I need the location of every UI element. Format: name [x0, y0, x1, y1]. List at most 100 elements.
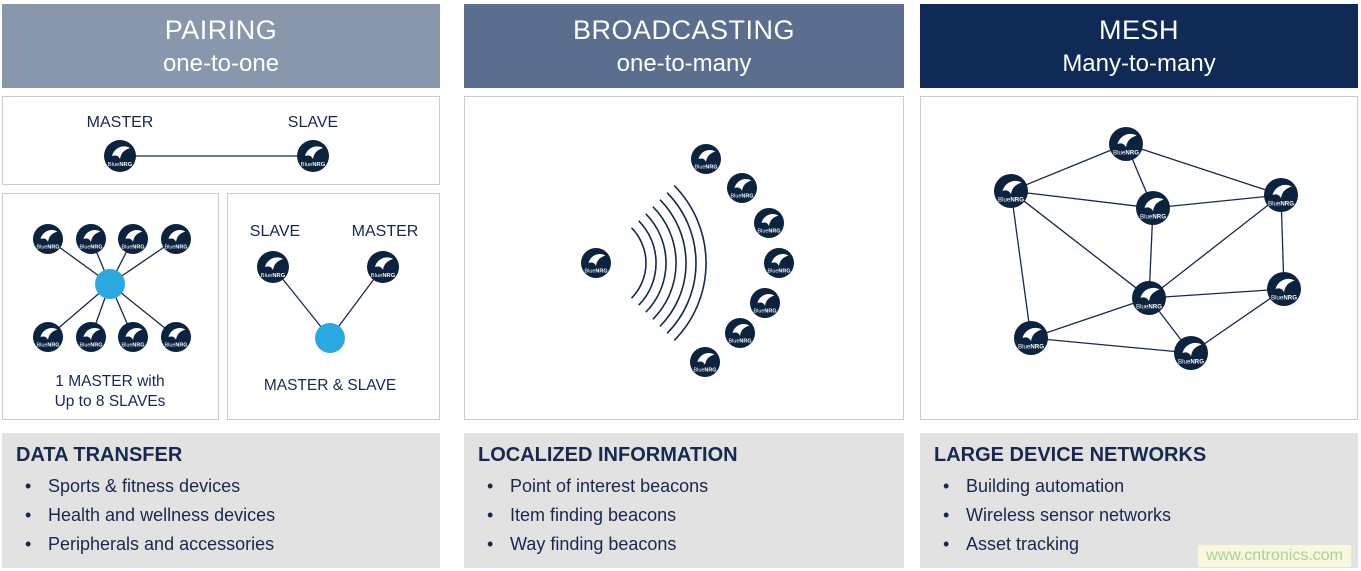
bluenrg-node: BlueNRG: [689, 346, 721, 378]
bluenrg-bird-icon: [265, 257, 283, 270]
bluenrg-bird-icon: [125, 230, 143, 242]
footer-bullet-item: Wireless sensor networks: [934, 501, 1344, 530]
footer-bullet-item: Building automation: [934, 472, 1344, 501]
svg-text:BlueNRG: BlueNRG: [694, 367, 717, 373]
svg-text:BlueNRG: BlueNRG: [108, 162, 133, 168]
mesh-footer-title: LARGE DEVICE NETWORKS: [934, 444, 1207, 466]
footer-bullet-item: Peripherals and accessories: [16, 530, 426, 559]
bluenrg-node: BlueNRG: [160, 223, 192, 255]
svg-text:BlueNRG: BlueNRG: [37, 342, 60, 348]
bluenrg-bird-icon: [1275, 278, 1295, 293]
pairing-star-topology-box: BlueNRG BlueNRG BlueNRG BlueNRG BlueNRG BlueN…: [2, 193, 219, 420]
bluenrg-bird-icon: [112, 146, 130, 159]
bluenrg-bird-icon: [168, 230, 186, 242]
pairing-star-diagram: BlueNRG BlueNRG BlueNRG BlueNRG BlueNRG BlueN…: [32, 223, 192, 410]
broadcast-wave-icon: [645, 213, 667, 313]
bluenrg-node: BlueNRG: [1108, 126, 1144, 162]
svg-text:BlueNRG: BlueNRG: [695, 164, 718, 170]
svg-text:BlueNRG: BlueNRG: [1178, 359, 1204, 366]
bluenrg-bird-icon: [40, 328, 58, 340]
svg-text:BlueNRG: BlueNRG: [371, 273, 396, 279]
broadcast-wave-icon: [630, 227, 647, 299]
svg-text:BlueNRG: BlueNRG: [122, 342, 145, 348]
mesh-title: MESH: [1098, 15, 1179, 45]
pairing-subtitle: one-to-one: [162, 50, 280, 77]
svg-text:BlueNRG: BlueNRG: [165, 342, 188, 348]
bluenrg-node: BlueNRG: [1013, 320, 1049, 356]
bluenrg-bird-icon: [1144, 197, 1164, 212]
svg-text:BlueNRG: BlueNRG: [585, 268, 608, 274]
bluenrg-node: BlueNRG: [160, 321, 192, 353]
svg-text:BlueNRG: BlueNRG: [301, 162, 326, 168]
svg-text:BlueNRG: BlueNRG: [1268, 201, 1294, 208]
footer-bullet-item: Health and wellness devices: [16, 501, 426, 530]
bluenrg-node: BlueNRG: [724, 317, 756, 349]
bluenrg-bird-icon: [757, 294, 775, 306]
svg-text:BlueNRG: BlueNRG: [1271, 295, 1297, 302]
broadcast-wave-icon: [673, 185, 707, 341]
bluenrg-bird-icon: [83, 230, 101, 242]
broadcasting-footer-title: LOCALIZED INFORMATION: [478, 444, 738, 466]
broadcasting-header: BROADCASTING one-to-many: [464, 4, 904, 88]
bluenrg-bird-icon: [1272, 184, 1292, 199]
hub-node: [315, 323, 345, 353]
mesh-subtitle: Many-to-many: [1062, 50, 1216, 77]
bluenrg-node: BlueNRG: [75, 223, 107, 255]
bluenrg-node: BlueNRG: [690, 143, 722, 175]
broadcasting-diagram-box: BlueNRG BlueNRG BlueNRG BlueNRG BlueNRG BlueN…: [464, 96, 904, 420]
broadcasting-footer: LOCALIZED INFORMATION Point of interest …: [464, 433, 904, 568]
bluenrg-bird-icon: [732, 324, 750, 336]
svg-text:BlueNRG: BlueNRG: [261, 273, 286, 279]
pairing-footer-title: DATA TRANSFER: [16, 444, 183, 466]
svg-text:BlueNRG: BlueNRG: [998, 197, 1024, 204]
bluenrg-node: BlueNRG: [75, 321, 107, 353]
bluenrg-node: BlueNRG: [117, 321, 149, 353]
bluenrg-node: BlueNRG: [1263, 177, 1299, 213]
slave-label: SLAVE: [288, 114, 338, 131]
svg-text:BlueNRG: BlueNRG: [731, 193, 754, 199]
broadcast-wave-icon: [666, 192, 697, 334]
bluenrg-bird-icon: [734, 179, 752, 191]
bluenrg-node: BlueNRG: [580, 247, 612, 279]
mesh-diagram-box: BlueNRG BlueNRG BlueNRG BlueNRG BlueNRG BlueN…: [920, 96, 1358, 420]
slave-label: SLAVE: [250, 223, 300, 240]
mesh-footer-list: Building automationWireless sensor netwo…: [934, 472, 1344, 559]
svg-text:BlueNRG: BlueNRG: [754, 308, 777, 314]
bluenrg-node: BlueNRG: [367, 251, 399, 283]
bluenrg-node: BlueNRG: [104, 140, 136, 172]
pairing-footer: DATA TRANSFER Sports & fitness devicesHe…: [2, 433, 440, 568]
bluenrg-bird-icon: [305, 146, 323, 159]
broadcasting-footer-list: Point of interest beaconsItem finding be…: [478, 472, 890, 559]
bluenrg-node: BlueNRG: [32, 321, 64, 353]
bluenrg-node: BlueNRG: [753, 207, 785, 239]
master-label: MASTER: [352, 223, 419, 240]
bluenrg-node: BlueNRG: [1135, 190, 1171, 226]
bluenrg-bird-icon: [168, 328, 186, 340]
footer-bullet-item: Sports & fitness devices: [16, 472, 426, 501]
bluenrg-bird-icon: [125, 328, 143, 340]
pairing-header: PAIRING one-to-one: [2, 4, 440, 88]
broadcast-wave-icon: [638, 220, 657, 306]
bluenrg-node: BlueNRG: [749, 287, 781, 319]
svg-text:BlueNRG: BlueNRG: [1140, 214, 1166, 221]
svg-text:BlueNRG: BlueNRG: [80, 342, 103, 348]
pairing-master-slave-box: SLAVE MASTER BlueNRG BlueNRG MASTER & SLAVE: [227, 193, 440, 420]
bluenrg-bird-icon: [40, 230, 58, 242]
footer-bullet-item: Item finding beacons: [478, 501, 890, 530]
bluenrg-bird-icon: [1140, 287, 1160, 302]
bluenrg-bird-icon: [1117, 133, 1137, 148]
star-caption-line2: Up to 8 SLAVEs: [55, 393, 166, 410]
bluenrg-bird-icon: [1002, 180, 1022, 195]
svg-text:BlueNRG: BlueNRG: [1136, 304, 1162, 311]
bluenrg-bird-icon: [761, 214, 779, 226]
mesh-diagram: BlueNRG BlueNRG BlueNRG BlueNRG BlueNRG BlueN…: [993, 126, 1302, 371]
bluenrg-bird-icon: [83, 328, 101, 340]
master-slave-caption: MASTER & SLAVE: [264, 377, 396, 394]
broadcast-wave-icon: [659, 199, 687, 327]
bluenrg-bird-icon: [771, 254, 789, 266]
bluenrg-node: BlueNRG: [1131, 280, 1167, 316]
svg-text:BlueNRG: BlueNRG: [37, 244, 60, 250]
bluenrg-bird-icon: [698, 150, 716, 162]
bluenrg-node: BlueNRG: [117, 223, 149, 255]
